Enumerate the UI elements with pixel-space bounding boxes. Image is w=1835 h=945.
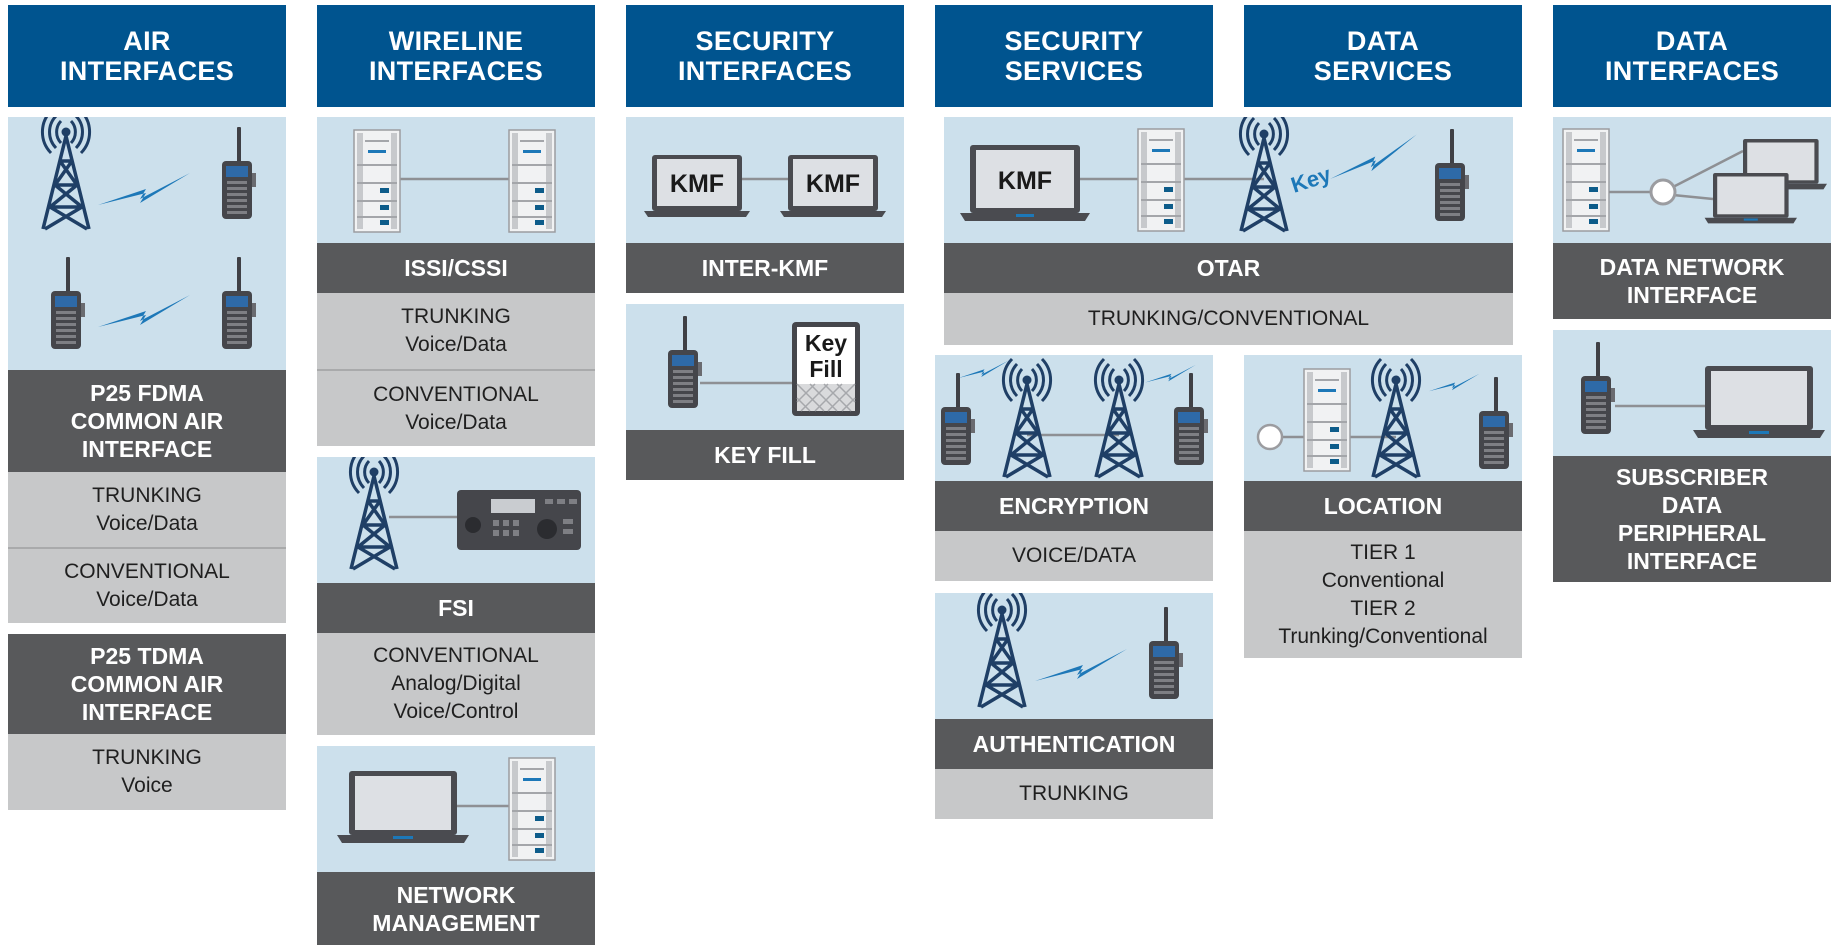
- kmf-laptop-icon: KMF: [644, 155, 750, 217]
- location-label: LOCATION: [1244, 481, 1522, 531]
- portable-radio-icon: [51, 257, 85, 349]
- key-fill-text-line2: Fill: [809, 356, 842, 382]
- otar-detail: TRUNKING/CONVENTIONAL: [944, 293, 1513, 345]
- tdma-trunking-detail: TRUNKING Voice: [8, 734, 286, 810]
- fdma-cai-label: P25 FDMA COMMON AIR INTERFACE: [8, 370, 286, 472]
- radio-tower-icon: [40, 117, 92, 231]
- location-illustration: [1244, 355, 1522, 481]
- server-icon: [1303, 368, 1351, 472]
- fsi-conventional-detail: CONVENTIONAL Analog/Digital Voice/Contro…: [317, 633, 595, 735]
- portable-radio-icon: [1581, 342, 1615, 434]
- server-icon: [508, 757, 556, 861]
- otar-label: OTAR: [944, 243, 1513, 293]
- kmf-laptop-icon: KMF: [780, 155, 886, 217]
- portable-radio-icon: [222, 257, 256, 349]
- column-header-air-interfaces: AIR INTERFACES: [8, 5, 286, 107]
- wireless-signal-icon: [1325, 134, 1422, 179]
- server-icon: [353, 129, 401, 233]
- kmf-laptop-icon: KMF: [960, 145, 1090, 221]
- fdma-illustration: [8, 117, 286, 370]
- network-management-illustration: [317, 746, 595, 872]
- issi-conventional-detail: CONVENTIONAL Voice/Data: [317, 371, 595, 446]
- portable-radio-icon: [1435, 129, 1469, 221]
- authentication-illustration: [935, 593, 1213, 719]
- column-header-wireline-interfaces: WIRELINE INTERFACES: [317, 5, 595, 107]
- fdma-conventional-detail: CONVENTIONAL Voice/Data: [8, 549, 286, 623]
- authentication-label: AUTHENTICATION: [935, 719, 1213, 769]
- fdma-trunking-detail: TRUNKING Voice/Data: [8, 472, 286, 549]
- server-icon: [508, 129, 556, 233]
- otar-illustration: KMF Key: [944, 117, 1513, 243]
- subscriber-data-illustration: [1553, 330, 1831, 456]
- column-header-data-services: DATA SERVICES: [1244, 5, 1522, 107]
- radio-tower-icon: [1093, 357, 1145, 479]
- inter-kmf-illustration: KMF KMF: [626, 117, 904, 243]
- key-fill-illustration: Key Fill: [626, 304, 904, 430]
- tdma-cai-label: P25 TDMA COMMON AIR INTERFACE: [8, 634, 286, 734]
- wireless-signal-icon: [98, 173, 190, 205]
- column-header-data-interfaces: DATA INTERFACES: [1553, 5, 1831, 107]
- issi-trunking-detail: TRUNKING Voice/Data: [317, 293, 595, 371]
- location-detail: TIER 1 Conventional TIER 2 Trunking/Conv…: [1244, 531, 1522, 658]
- console-radio-icon: [457, 490, 581, 550]
- key-text: Key: [1288, 161, 1335, 197]
- column-header-security-interfaces: SECURITY INTERFACES: [626, 5, 904, 107]
- radio-tower-icon: [1370, 357, 1422, 479]
- fsi-label: FSI: [317, 583, 595, 633]
- key-fill-text-line1: Key: [805, 330, 847, 356]
- portable-radio-icon: [1149, 607, 1183, 699]
- column-header-security-services: SECURITY SERVICES: [935, 5, 1213, 107]
- kmf-text: KMF: [670, 170, 724, 198]
- data-network-illustration: [1553, 117, 1831, 243]
- network-hub-icon: [1649, 178, 1677, 206]
- authentication-detail: TRUNKING: [935, 769, 1213, 819]
- portable-radio-icon: [941, 373, 975, 465]
- radio-tower-icon: [348, 457, 400, 571]
- wireless-signal-icon: [958, 360, 1009, 379]
- encryption-illustration: [935, 355, 1213, 481]
- key-fill-device-icon: Key Fill: [792, 322, 860, 416]
- encryption-label: ENCRYPTION: [935, 481, 1213, 531]
- network-management-label: NETWORK MANAGEMENT: [317, 872, 595, 945]
- location-node-icon: [1256, 423, 1284, 451]
- radio-tower-icon: [1238, 117, 1290, 233]
- portable-radio-icon: [1479, 377, 1513, 469]
- portable-radio-icon: [1174, 373, 1208, 465]
- wireless-signal-icon: [1428, 373, 1480, 392]
- data-network-interface-label: DATA NETWORK INTERFACE: [1553, 243, 1831, 319]
- issi-cssi-label: ISSI/CSSI: [317, 243, 595, 293]
- kmf-text: KMF: [806, 170, 860, 198]
- encryption-detail: VOICE/DATA: [935, 531, 1213, 581]
- server-icon: [1562, 128, 1610, 232]
- wireless-signal-icon: [98, 295, 190, 327]
- wireless-signal-icon: [1145, 364, 1196, 383]
- subscriber-data-peripheral-label: SUBSCRIBER DATA PERIPHERAL INTERFACE: [1553, 456, 1831, 582]
- server-icon: [1137, 128, 1185, 232]
- radio-tower-icon: [1001, 357, 1053, 479]
- inter-kmf-label: INTER-KMF: [626, 243, 904, 293]
- portable-radio-icon: [222, 127, 256, 219]
- laptop-icon: [1693, 366, 1825, 438]
- wireless-signal-icon: [1035, 649, 1127, 681]
- issi-illustration: [317, 117, 595, 243]
- key-fill-label: KEY FILL: [626, 430, 904, 480]
- laptop-icon: [1704, 173, 1797, 224]
- portable-radio-icon: [668, 316, 702, 408]
- radio-tower-icon: [976, 593, 1028, 709]
- fsi-illustration: [317, 457, 595, 583]
- laptop-icon: [337, 771, 469, 843]
- kmf-text: KMF: [998, 167, 1052, 195]
